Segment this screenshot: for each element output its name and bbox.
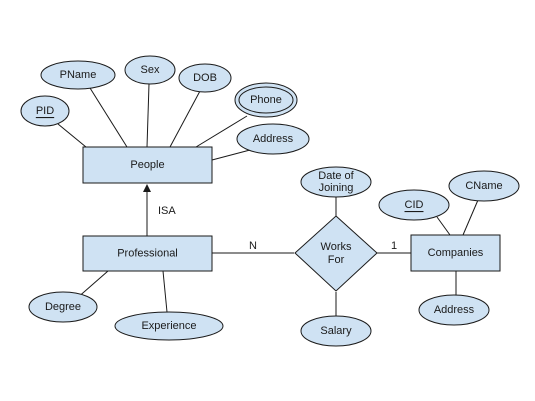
link-phone-people	[195, 115, 248, 148]
link-pid-people	[57, 123, 87, 148]
entity-professional-label: Professional	[117, 248, 178, 260]
relationship-works-for[interactable]: Works For	[294, 215, 378, 292]
entity-companies-label: Companies	[428, 247, 484, 259]
attribute-pname[interactable]: PName	[40, 60, 116, 90]
attribute-pname-label: PName	[60, 69, 97, 81]
link-dob-people	[169, 90, 201, 148]
attribute-companies-address-label: Address	[434, 304, 475, 316]
connectors	[57, 83, 479, 317]
attribute-people-address-label: Address	[253, 133, 294, 145]
link-cname-companies	[462, 199, 479, 236]
attribute-experience[interactable]: Experience	[114, 311, 224, 341]
link-pname-people	[89, 87, 128, 148]
attribute-sex-label: Sex	[141, 64, 160, 76]
attribute-sex[interactable]: Sex	[124, 55, 176, 85]
attribute-salary-label: Salary	[320, 325, 352, 337]
attribute-cname-label: CName	[465, 180, 502, 192]
relationship-label-line2: For	[328, 254, 345, 266]
attribute-salary[interactable]: Salary	[300, 315, 372, 347]
attribute-date-of-joining[interactable]: Date of Joining	[300, 166, 372, 198]
entity-professional[interactable]: Professional	[82, 235, 213, 272]
attribute-companies-address[interactable]: Address	[418, 294, 490, 326]
entity-people[interactable]: People	[82, 146, 213, 184]
attribute-dob[interactable]: DOB	[178, 63, 232, 93]
entity-people-label: People	[130, 159, 164, 171]
attribute-date-of-joining-line2: Joining	[319, 182, 354, 194]
attribute-cid-label: CID	[405, 199, 424, 211]
isa-label: ISA	[158, 205, 176, 217]
relationship-label-line1: Works	[321, 241, 352, 253]
attribute-degree-label: Degree	[45, 301, 81, 313]
cardinality-many-label: N	[249, 240, 257, 252]
entity-companies[interactable]: Companies	[410, 234, 501, 272]
attribute-degree[interactable]: Degree	[28, 291, 98, 323]
link-address-people	[211, 149, 251, 161]
attribute-pid[interactable]: PID	[20, 95, 70, 127]
attribute-experience-label: Experience	[141, 320, 196, 332]
attribute-cid[interactable]: CID	[378, 189, 450, 221]
attribute-phone-label: Phone	[250, 94, 282, 106]
attribute-pid-label: PID	[36, 105, 54, 117]
link-sex-people	[146, 83, 150, 148]
attribute-date-of-joining-line1: Date of	[318, 170, 354, 182]
link-experience-professional	[162, 270, 168, 313]
attribute-people-address[interactable]: Address	[236, 123, 310, 155]
attribute-phone-multivalued[interactable]: Phone	[234, 82, 298, 118]
link-cid-companies	[436, 216, 451, 236]
attribute-dob-label: DOB	[193, 72, 217, 84]
cardinality-one-label: 1	[391, 240, 397, 252]
attribute-cname[interactable]: CName	[448, 170, 520, 202]
